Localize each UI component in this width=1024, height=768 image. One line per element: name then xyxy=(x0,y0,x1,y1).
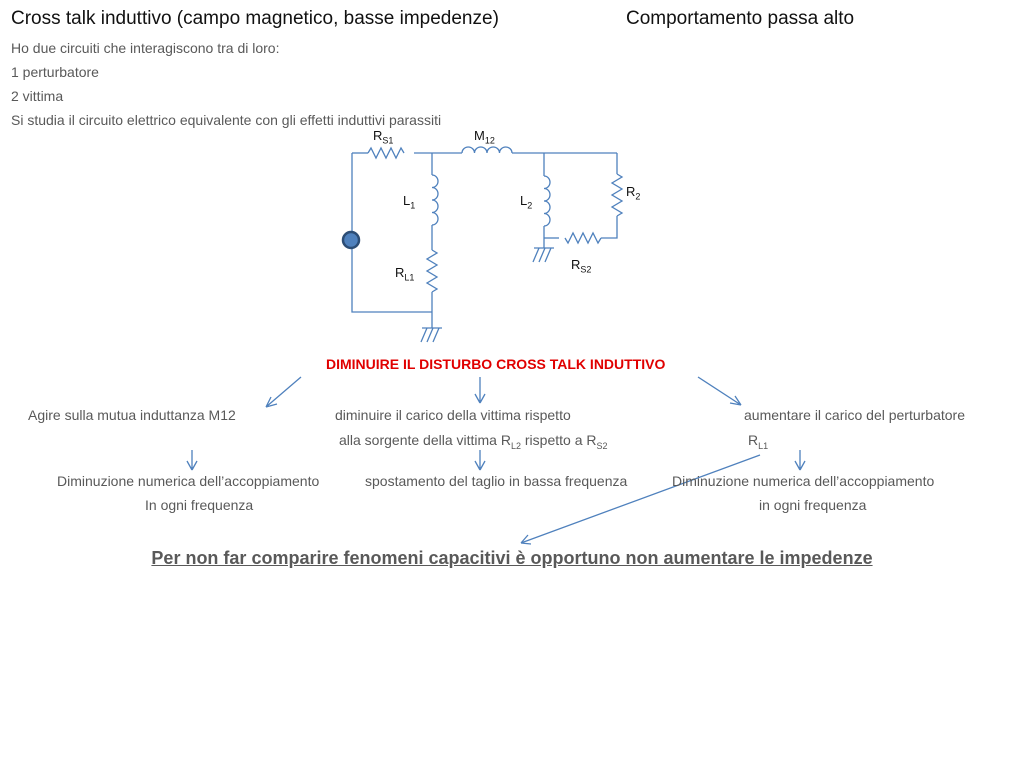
coil-l1 xyxy=(431,174,439,226)
label-m12: M12 xyxy=(474,128,495,146)
label-r2: R2 xyxy=(626,184,641,202)
coil-l2 xyxy=(543,175,551,227)
ground-c2 xyxy=(532,247,554,263)
body-line-vittima: 2 vittima xyxy=(11,88,64,104)
center-heading: DIMINUIRE IL DISTURBO CROSS TALK INDUTTI… xyxy=(326,356,666,372)
arrow-left-down xyxy=(186,450,198,471)
body-line-perturbatore: 1 perturbatore xyxy=(11,64,99,80)
left-branch-result-2: In ogni frequenza xyxy=(145,497,254,513)
arrow-heading-to-middle xyxy=(474,377,486,404)
arrow-right-down xyxy=(794,450,806,471)
right-branch-action-2: RL1 xyxy=(748,432,769,451)
resistor-rl1 xyxy=(425,249,439,293)
label-rl1: RL1 xyxy=(395,265,415,283)
arrow-heading-to-right xyxy=(697,376,742,406)
label-rs2: RS2 xyxy=(571,257,592,275)
right-branch-result-2: in ogni frequenza xyxy=(759,497,867,513)
label-rs1: RS1 xyxy=(373,128,394,146)
coil-m12 xyxy=(461,146,513,154)
arrow-to-conclusion xyxy=(520,454,761,545)
right-branch-result-1: Diminuzione numerica dell’accoppiamento xyxy=(672,473,935,489)
conclusion-text: Per non far comparire fenomeni capacitiv… xyxy=(151,548,873,568)
body-line-intro: Ho due circuiti che interagiscono tra di… xyxy=(11,40,280,56)
resistor-r2 xyxy=(610,173,624,217)
resistor-rs2 xyxy=(564,231,602,245)
arrow-middle-down xyxy=(474,450,486,471)
left-branch-result-1: Diminuzione numerica dell’accoppiamento xyxy=(57,473,320,489)
slide-title-right: Comportamento passa alto xyxy=(626,8,855,29)
middle-branch-result: spostamento del taglio in bassa frequenz… xyxy=(365,473,628,489)
label-l1: L1 xyxy=(403,193,416,211)
middle-branch-action-1: diminuire il carico della vittima rispet… xyxy=(335,407,571,423)
wire-r2-bottom xyxy=(601,216,618,239)
label-l2: L2 xyxy=(520,193,533,211)
source-generator xyxy=(341,230,361,250)
body-line-circuit: Si studia il circuito elettrico equivale… xyxy=(11,112,442,128)
left-branch-action: Agire sulla mutua induttanza M12 xyxy=(28,407,236,423)
right-branch-action-1: aumentare il carico del perturbatore xyxy=(744,407,966,423)
wire-c1-left xyxy=(351,153,432,313)
ground-c1 xyxy=(420,327,442,343)
slide-title: Cross talk induttivo (campo magnetico, b… xyxy=(11,8,499,29)
arrow-heading-to-left xyxy=(265,376,302,408)
resistor-rs1 xyxy=(367,146,405,160)
middle-branch-action-2: alla sorgente della vittima RL2 rispetto… xyxy=(339,432,608,451)
